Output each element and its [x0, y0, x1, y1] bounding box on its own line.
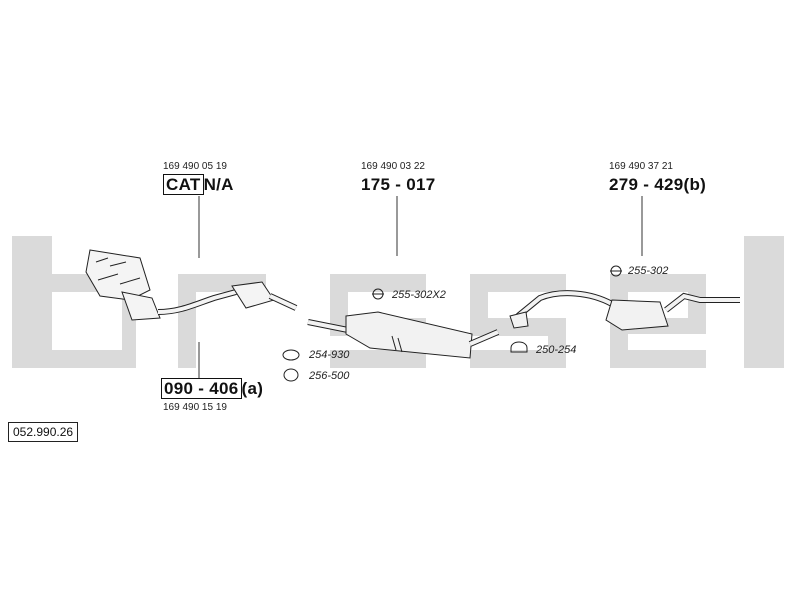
front-pipe-boxed-code: 090 - 406: [161, 378, 242, 399]
cat-code-suffix: N/A: [203, 175, 234, 194]
middle-silencer-drawing: [307, 311, 500, 359]
oem-number-front-pipe: 169 490 15 19: [163, 402, 227, 413]
front-pipe-code-suffix: (a): [241, 379, 264, 398]
catalytic-converter-drawing: [85, 249, 298, 321]
hanger-icon: [510, 341, 528, 353]
part-code-rear[interactable]: 279 - 429(b): [609, 175, 707, 194]
diagram-reference: 052.990.26: [8, 422, 79, 442]
cat-boxed-code: CAT: [163, 174, 204, 195]
part-code-middle[interactable]: 175 - 017: [361, 175, 436, 194]
fitting-label[interactable]: 255-302: [628, 265, 669, 277]
oem-number-rear: 169 490 37 21: [609, 161, 673, 172]
fitting-label[interactable]: 254-930: [309, 349, 350, 361]
rear-silencer-drawing: [509, 290, 740, 331]
fitting-glyphs: [282, 265, 622, 382]
gasket-icon: [282, 349, 300, 361]
fitting-label[interactable]: 250-254: [536, 344, 577, 356]
oem-number-middle: 169 490 03 22: [361, 161, 425, 172]
ring-icon: [283, 368, 299, 382]
part-code-front-pipe[interactable]: 090 - 406(a): [161, 378, 264, 399]
oem-number-cat: 169 490 05 19: [163, 161, 227, 172]
fitting-label[interactable]: 255-302X2: [392, 289, 446, 301]
fitting-label[interactable]: 256-500: [309, 370, 350, 382]
leader-lines: [198, 196, 643, 378]
